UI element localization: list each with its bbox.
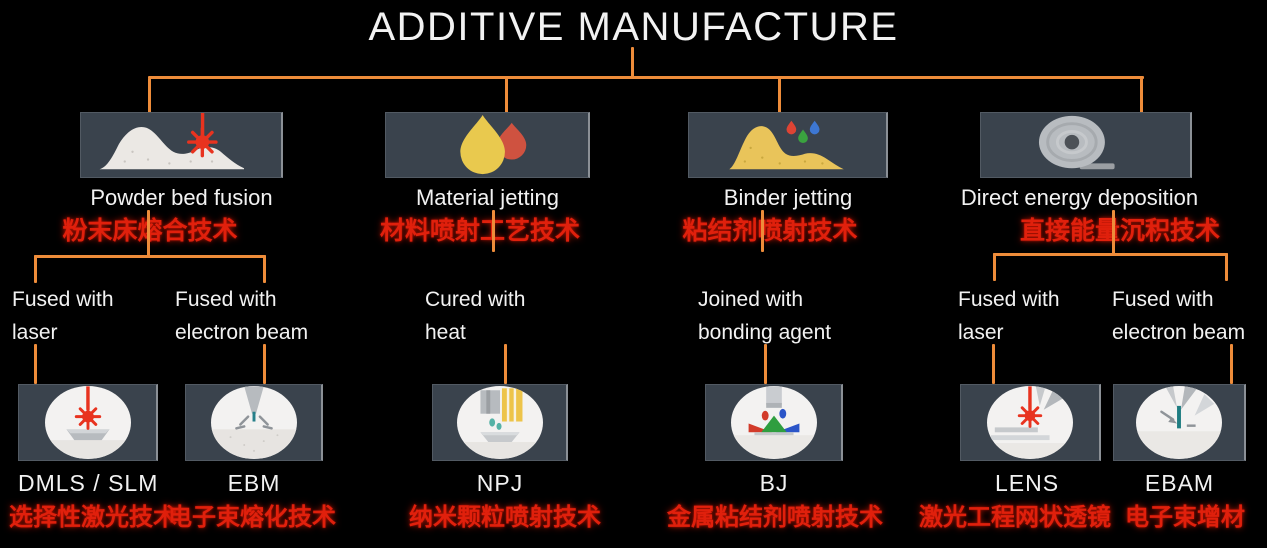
- connector-bracket-right-rail: [993, 253, 1228, 256]
- connector-bracket-right-drop1: [993, 253, 996, 281]
- category-zh-material-jetting: 材料喷射工艺技术: [379, 217, 580, 245]
- abbr-lens: LENS: [994, 470, 1060, 496]
- ebam-box: [1113, 384, 1246, 461]
- connector-stem-col2: [492, 210, 495, 252]
- connector-drop-material-jetting: [505, 78, 508, 113]
- ebm-box: [185, 384, 323, 461]
- connector-bracket-left-rail: [34, 255, 266, 258]
- electron-beam-melt-icon: [210, 386, 297, 459]
- category-label-powder-bed-fusion: Powder bed fusion: [90, 185, 273, 210]
- lens-box: [960, 384, 1101, 461]
- category-zh-direct-energy-deposition: 直接能量沉积技术: [1019, 217, 1220, 245]
- binder-jetting-box: [688, 112, 888, 178]
- connector-drop-direct-energy-deposition: [1140, 78, 1143, 113]
- material-jetting-icon: [460, 114, 527, 175]
- abbr-dmls: DMLS / SLM: [18, 470, 159, 496]
- abbr-ebm: EBM: [227, 470, 281, 496]
- abbr-bj: BJ: [759, 470, 789, 496]
- connector-bracket-left-drop2: [263, 255, 266, 283]
- connector-root-stem: [631, 47, 634, 77]
- dmls-box: [18, 384, 158, 461]
- lens-laser-icon: [987, 386, 1073, 459]
- method-bj: Joined with bonding agent: [698, 288, 832, 344]
- connector-stub-ebam: [1230, 344, 1233, 384]
- abbr-npj: NPJ: [476, 470, 524, 496]
- connector-stem-col3: [761, 210, 764, 252]
- category-zh-powder-bed-fusion: 粉末床熔合技术: [25, 211, 275, 247]
- method-dmls: Fused with laser: [12, 288, 114, 344]
- zh-lens: 激光工程网状透镜: [919, 504, 1111, 531]
- connector-stub-npj: [504, 344, 507, 384]
- connector-stem-col4: [1112, 210, 1115, 256]
- connector-stub-lens: [992, 344, 995, 384]
- connector-bracket-right-drop2: [1225, 253, 1228, 281]
- zh-bj: 金属粘结剂喷射技术: [667, 504, 883, 531]
- ebam-icon: [1136, 386, 1222, 459]
- connector-stub-dmls: [34, 344, 37, 384]
- connector-bracket-left-drop1: [34, 255, 37, 283]
- powder-bed-fusion-box: [80, 112, 283, 178]
- zh-npj: 纳米颗粒喷射技术: [409, 504, 601, 531]
- connector-stub-ebm: [263, 344, 266, 384]
- powder-bed-fusion-icon: [99, 113, 245, 170]
- connector-root-rail: [148, 76, 1144, 79]
- abbr-ebam: EBAM: [1144, 470, 1215, 496]
- zh-ebam: 电子束增材: [1125, 504, 1245, 531]
- method-lens: Fused with laser: [958, 288, 1060, 344]
- direct-energy-deposition-box: [980, 112, 1192, 178]
- zh-dmls: 选择性激光技术: [9, 504, 177, 531]
- connector-drop-binder-jetting: [778, 78, 781, 113]
- laser-melt-icon: [44, 386, 131, 459]
- method-ebm: Fused with electron beam: [175, 288, 309, 344]
- material-jetting-box: [385, 112, 590, 178]
- direct-energy-deposition-icon: [1038, 115, 1115, 170]
- category-zh-binder-jetting: 粘结剂喷射技术: [682, 217, 858, 245]
- nano-particle-jet-icon: [456, 388, 543, 459]
- connector-drop-powder-bed-fusion: [148, 78, 151, 113]
- method-npj: Cured with heat: [425, 288, 526, 344]
- page-title: ADDITIVE MANUFACTURE: [368, 5, 899, 49]
- category-label-binder-jetting: Binder jetting: [723, 185, 853, 210]
- binder-jet-icon: [730, 386, 817, 459]
- category-label-direct-energy-deposition: Direct energy deposition: [960, 185, 1199, 210]
- method-ebam: Fused with electron beam: [1112, 288, 1246, 344]
- bj-box: [705, 384, 843, 461]
- zh-ebm: 电子束熔化技术: [168, 504, 336, 531]
- connector-stub-bj: [764, 344, 767, 384]
- npj-box: [432, 384, 568, 461]
- binder-jetting-icon: [729, 120, 844, 170]
- connector-stem-col1: [147, 210, 150, 258]
- category-label-material-jetting: Material jetting: [415, 185, 560, 210]
